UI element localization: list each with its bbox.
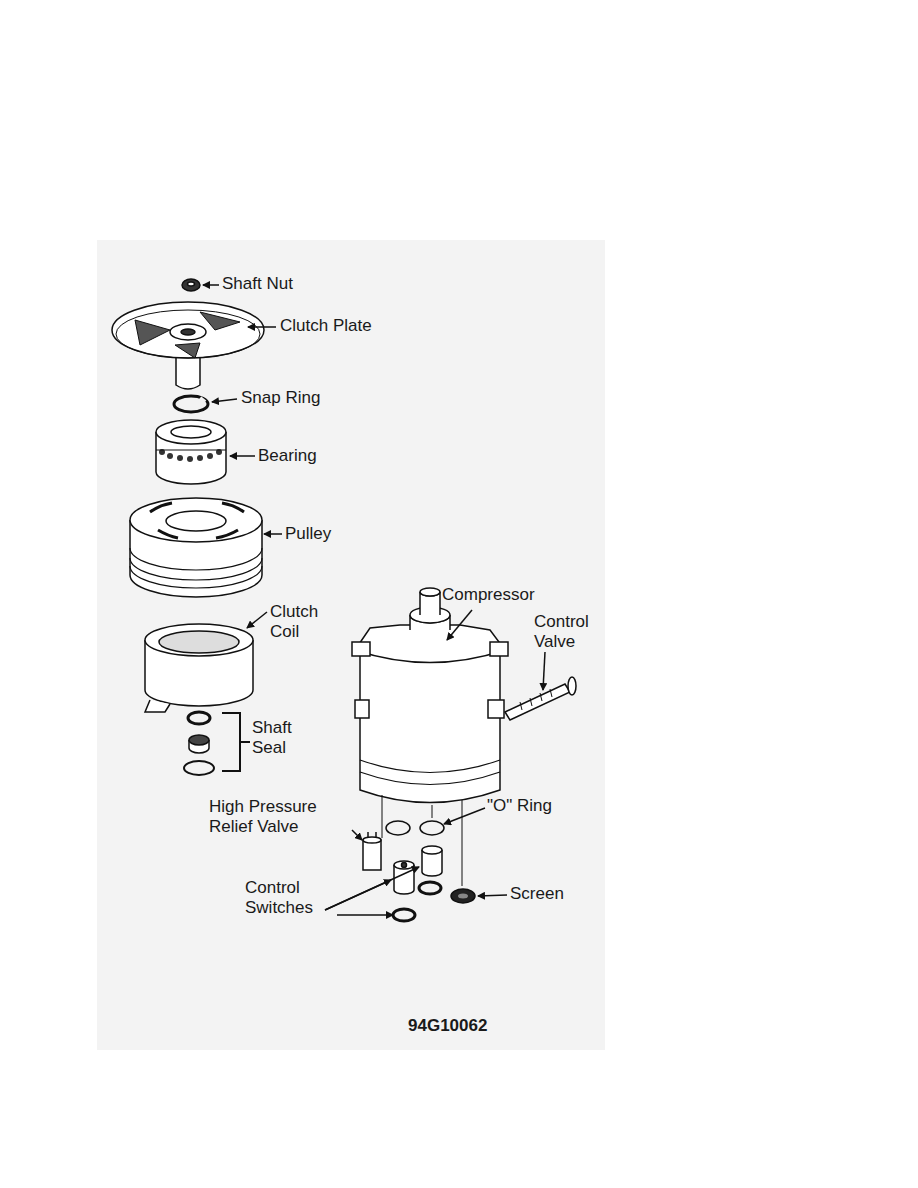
part-label: Snap Ring bbox=[241, 388, 320, 408]
part-label: Control Switches bbox=[245, 878, 335, 918]
part-label: Screen bbox=[510, 884, 564, 904]
part-label: High Pressure Relief Valve bbox=[209, 797, 331, 837]
part-label: Clutch Coil bbox=[270, 602, 330, 642]
figure-number: 94G10062 bbox=[408, 1016, 487, 1036]
part-label: Shaft Seal bbox=[252, 718, 304, 758]
part-label: Compressor bbox=[442, 585, 535, 605]
part-label: "O" Ring bbox=[487, 796, 552, 816]
part-label: Bearing bbox=[258, 446, 317, 466]
part-label: Pulley bbox=[285, 524, 331, 544]
part-label: Control Valve bbox=[534, 612, 604, 652]
bracket bbox=[222, 713, 240, 771]
part-label: Shaft Nut bbox=[222, 274, 293, 294]
part-label: Clutch Plate bbox=[280, 316, 372, 336]
background-panel bbox=[97, 240, 605, 1050]
